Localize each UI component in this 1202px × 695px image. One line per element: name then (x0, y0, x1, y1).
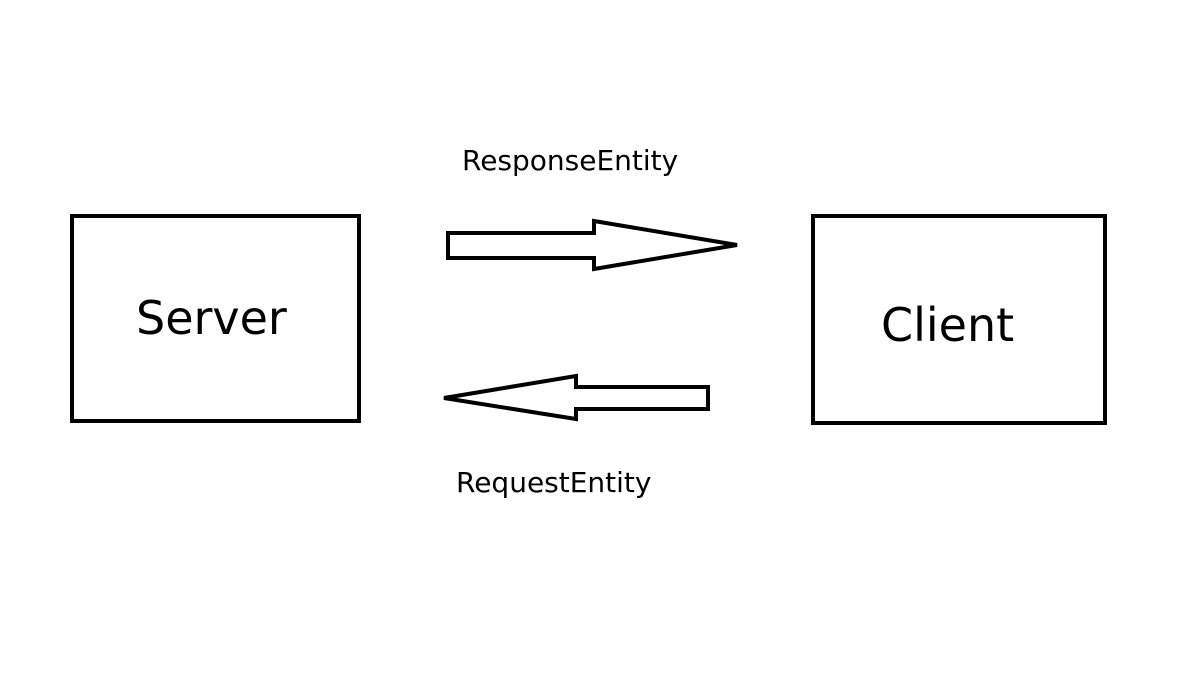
server-box: Server (70, 214, 361, 423)
response-entity-label: ResponseEntity (462, 144, 679, 177)
server-label: Server (136, 291, 287, 345)
request-entity-label: RequestEntity (456, 466, 652, 499)
request-arrow-left-icon (443, 373, 710, 422)
client-label: Client (881, 298, 1015, 352)
response-arrow-right-icon (446, 218, 738, 272)
client-box: Client (811, 214, 1107, 425)
